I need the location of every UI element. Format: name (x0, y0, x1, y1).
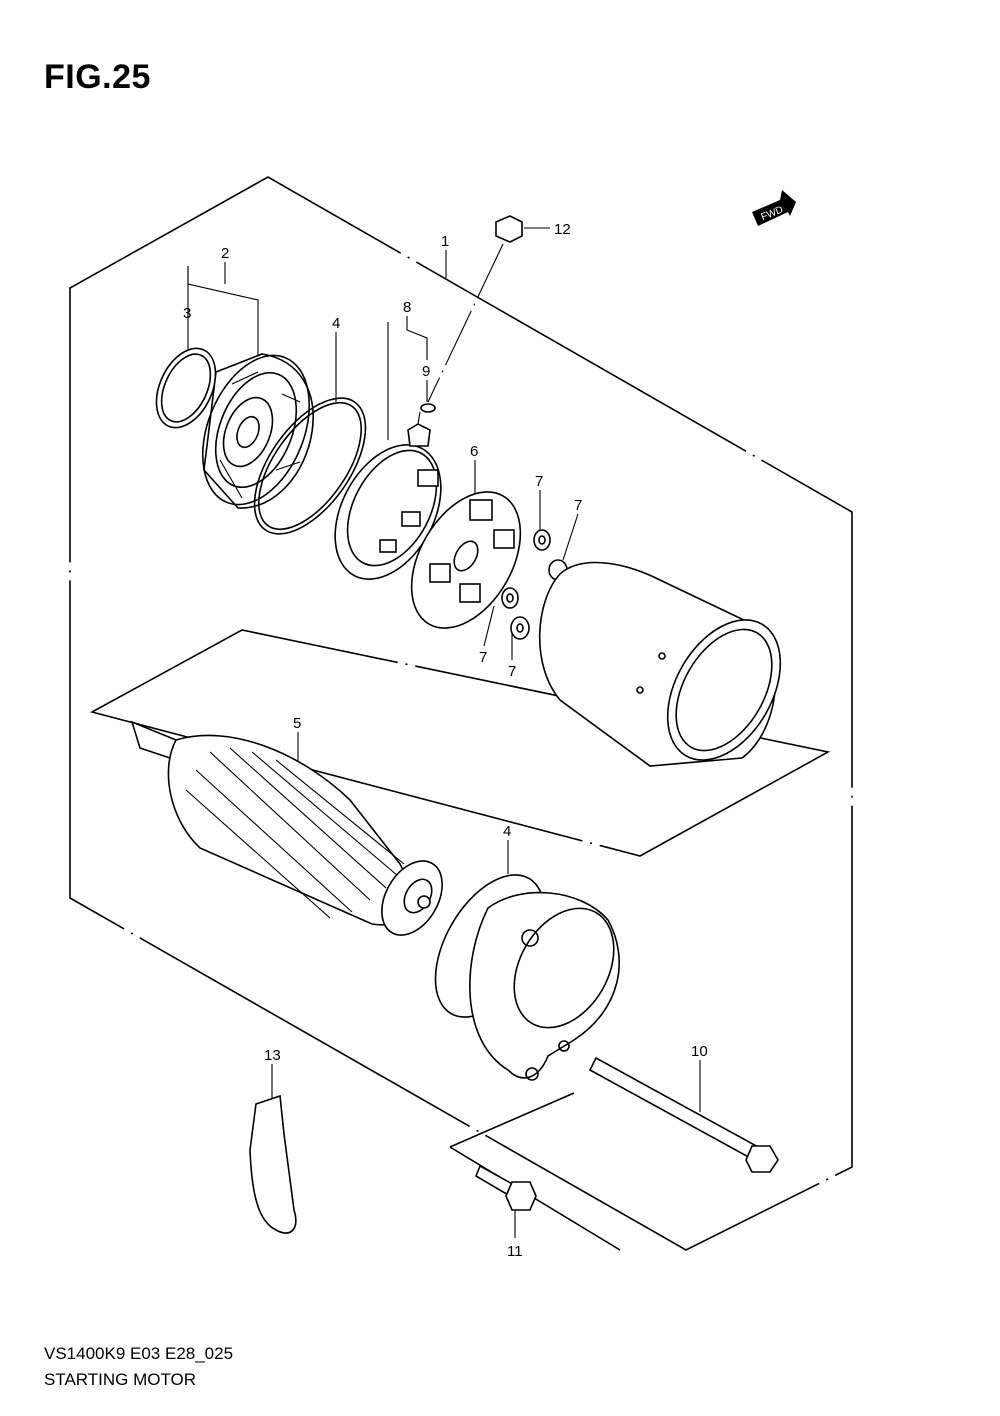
callout-6: 6 (470, 443, 478, 460)
figure-title: FIG.25 (44, 58, 151, 96)
bolt-part-11 (475, 1164, 537, 1211)
callout-labels: 1 2 3 4 8 9 6 7 7 7 7 5 4 10 11 12 13 (183, 221, 708, 1260)
callout-7-d: 7 (508, 663, 516, 680)
brush-holder-part-8 (334, 411, 442, 580)
seal-ring-part-4-upper (253, 397, 367, 535)
small-o-ring-part-9 (420, 403, 436, 413)
callout-7-b: 7 (574, 497, 582, 514)
callout-1: 1 (441, 233, 449, 250)
fwd-direction-icon: FWD (752, 190, 796, 226)
callout-12: 12 (554, 221, 571, 238)
front-housing-part-2 (201, 353, 314, 509)
callout-4-upper: 4 (332, 315, 340, 332)
bolt-group-boundary (449, 1092, 621, 1251)
callout-4-lower: 4 (503, 823, 511, 840)
callout-11: 11 (507, 1243, 523, 1260)
armature-group-boundary (89, 629, 831, 857)
through-bolt-part-10 (588, 1056, 779, 1173)
assembly-boundary (69, 176, 853, 1251)
callout-3: 3 (183, 305, 191, 322)
callout-7-a: 7 (535, 473, 543, 490)
callout-7-c: 7 (479, 649, 487, 666)
bracket-part-13 (249, 1094, 297, 1234)
yoke-housing (538, 561, 782, 767)
brush-plate-part-6 (410, 491, 522, 629)
callout-8: 8 (403, 299, 411, 316)
callout-2: 2 (221, 245, 229, 262)
nut-part-12 (495, 215, 523, 243)
callout-10: 10 (691, 1043, 708, 1060)
o-ring-part-3 (155, 347, 217, 429)
brush-spring-part-7 (501, 529, 568, 640)
callout-13: 13 (264, 1047, 281, 1064)
callout-9: 9 (422, 363, 430, 380)
diagram-name: STARTING MOTOR (44, 1370, 197, 1389)
rear-cover (469, 891, 620, 1081)
armature-part-5 (130, 720, 443, 936)
callout-5: 5 (293, 715, 301, 732)
model-code: VS1400K9 E03 E28_025 (44, 1344, 234, 1363)
